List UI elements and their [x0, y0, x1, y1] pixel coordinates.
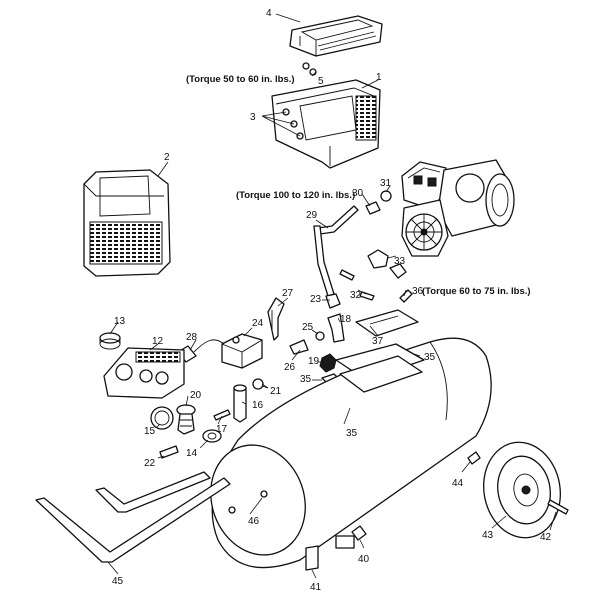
label-side-cover: 2	[164, 152, 170, 163]
label-ring-14: 14	[186, 448, 198, 459]
ring-14-part	[202, 429, 222, 443]
screw-46-part	[228, 490, 268, 514]
label-gauge-15: 15	[144, 426, 156, 437]
nut-31-part	[380, 190, 392, 202]
coupler-22-part	[159, 445, 179, 459]
bolt-21-part	[252, 378, 269, 390]
torque-note-pump: (Torque 100 to 120 in. lbs.)	[236, 190, 355, 201]
label-fitting-30: 30	[352, 188, 364, 199]
torque-note-bracket: (Torque 60 to 75 in. lbs.)	[422, 286, 531, 297]
label-elbow-23: 23	[310, 294, 322, 305]
bolt-44-part	[467, 451, 481, 465]
drain-40-part	[351, 525, 367, 541]
valve-20-part	[176, 404, 196, 435]
label-axle-42: 42	[540, 532, 552, 543]
label-valve-16: 16	[252, 400, 264, 411]
label-bracket-27: 27	[282, 288, 294, 299]
label-plate-37: 37	[372, 336, 384, 347]
label-handle-45: 45	[112, 576, 124, 587]
screw-part	[302, 62, 317, 76]
pressure-switch-part	[221, 333, 263, 369]
air-tank-part	[210, 337, 492, 569]
bracket-27-part	[267, 297, 285, 341]
label-cap-13: 13	[114, 316, 126, 327]
discharge-tube-part	[313, 205, 359, 297]
label-cord-28: 28	[186, 332, 198, 343]
wheel-43-part	[483, 441, 561, 539]
label-mount-studs: 3	[250, 112, 256, 123]
pump-motor-assembly	[401, 159, 515, 257]
label-screw-36: 36	[412, 286, 424, 297]
foot-41-part	[305, 545, 319, 571]
label-fitting-25: 25	[302, 322, 314, 333]
label-shroud-top: 4	[266, 8, 272, 19]
screw-36-part	[399, 289, 413, 303]
torque-note-cover: (Torque 50 to 60 in. lbs.)	[186, 74, 295, 85]
label-screw: 5	[318, 76, 324, 87]
label-spring-19: 19	[308, 356, 320, 367]
spring-19-part	[319, 353, 337, 373]
elbow-23-part	[325, 293, 341, 309]
label-screw-46: 46	[248, 516, 260, 527]
label-fitting-26: 26	[284, 362, 296, 373]
label-panel-12: 12	[152, 336, 164, 347]
label-coupler-22: 22	[144, 458, 156, 469]
label-mount-35c: 35	[346, 428, 358, 439]
label-mount-35a: 35	[424, 352, 436, 363]
label-bolt-21: 21	[270, 386, 282, 397]
side-cover-part	[83, 169, 171, 277]
label-drain-40: 40	[358, 554, 370, 565]
label-pin-17: 17	[216, 424, 228, 435]
label-discharge-tube: 29	[306, 210, 318, 221]
label-switch-24: 24	[252, 318, 264, 329]
label-bolt-44: 44	[452, 478, 464, 489]
valve-16-part	[233, 384, 247, 423]
label-nut-31: 31	[380, 178, 392, 189]
label-wheel-43: 43	[482, 530, 494, 541]
label-nut-33: 33	[394, 256, 406, 267]
label-shroud: 1	[376, 72, 382, 83]
label-valve-20: 20	[190, 390, 202, 401]
pin-17-part	[213, 409, 231, 421]
nut-33-part	[367, 249, 407, 279]
leader-lines	[107, 13, 557, 579]
plate-37-part	[355, 309, 419, 337]
handle-45-part	[35, 471, 231, 563]
cap-13-part	[99, 332, 121, 350]
power-cord-part	[177, 339, 225, 363]
fitting-26-part	[289, 339, 309, 355]
shroud-part	[271, 79, 381, 169]
shroud-top-part	[289, 15, 383, 57]
axle-42-part	[547, 499, 569, 515]
screw-32-part	[339, 269, 375, 301]
label-connector-18: 18	[340, 314, 352, 325]
label-foot-41: 41	[310, 582, 322, 593]
panel-12-part	[103, 347, 185, 399]
label-screw-32: 32	[350, 290, 362, 301]
label-mount-35b: 35	[300, 374, 312, 385]
connector-18-part	[327, 313, 345, 343]
gauge-15-part	[150, 406, 174, 430]
